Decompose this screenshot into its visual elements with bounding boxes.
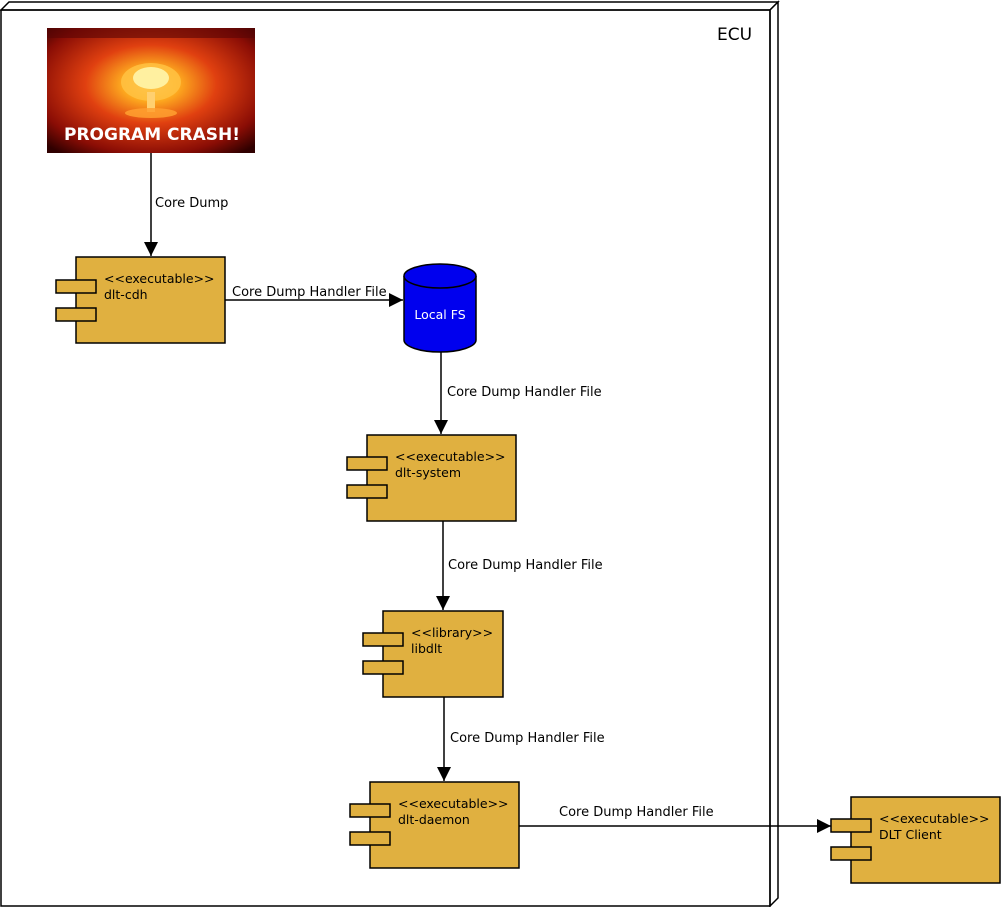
storage-label: Local FS <box>414 307 465 322</box>
component-stereotype: <<library>> <box>411 625 493 640</box>
component-stereotype: <<executable>> <box>395 449 506 464</box>
component-dlt-client[interactable]: <<executable>> DLT Client <box>830 796 1001 884</box>
component-stereotype: <<executable>> <box>398 796 509 811</box>
component-name: dlt-system <box>395 465 461 480</box>
component-stereotype: <<executable>> <box>104 271 215 286</box>
component-port-icon <box>362 660 404 675</box>
database-icon <box>403 263 477 289</box>
edge-label-core-dump: Core Dump <box>155 196 228 211</box>
component-port-icon <box>362 632 404 647</box>
component-name: libdlt <box>411 641 442 656</box>
ecu-node: ECU <box>0 0 780 907</box>
component-libdlt[interactable]: <<library>> libdlt <box>362 610 504 698</box>
component-port-icon <box>55 279 97 294</box>
component-dlt-system[interactable]: <<executable>> dlt-system <box>346 434 517 522</box>
program-crash-label: PROGRAM CRASH! <box>64 125 240 145</box>
edge-label-cdh-to-fs: Core Dump Handler File <box>232 285 387 300</box>
edge-label-libdlt-to-daemon: Core Dump Handler File <box>450 731 605 746</box>
component-port-icon <box>349 831 391 846</box>
edge-label-system-to-libdlt: Core Dump Handler File <box>448 558 603 573</box>
component-port-icon <box>830 818 872 833</box>
storage-local-fs[interactable]: Local FS <box>403 263 477 353</box>
component-dlt-daemon[interactable]: <<executable>> dlt-daemon <box>349 781 520 869</box>
edge-label-fs-to-system: Core Dump Handler File <box>447 385 602 400</box>
program-crash-image: PROGRAM CRASH! <box>47 28 255 153</box>
mushroom-cloud-icon <box>121 63 181 118</box>
component-name: dlt-daemon <box>398 812 470 827</box>
component-port-icon <box>830 846 872 861</box>
component-port-icon <box>346 484 388 499</box>
connectors: Core Dump Core Dump Handler File Core Du… <box>144 153 831 833</box>
edge-label-daemon-to-client: Core Dump Handler File <box>559 805 714 820</box>
component-port-icon <box>55 307 97 322</box>
component-port-icon <box>349 803 391 818</box>
component-stereotype: <<executable>> <box>879 811 990 826</box>
ecu-label: ECU <box>717 25 752 45</box>
component-port-icon <box>346 456 388 471</box>
component-name: DLT Client <box>879 827 942 842</box>
component-dlt-cdh[interactable]: <<executable>> dlt-cdh <box>55 256 226 344</box>
component-name: dlt-cdh <box>104 287 148 302</box>
